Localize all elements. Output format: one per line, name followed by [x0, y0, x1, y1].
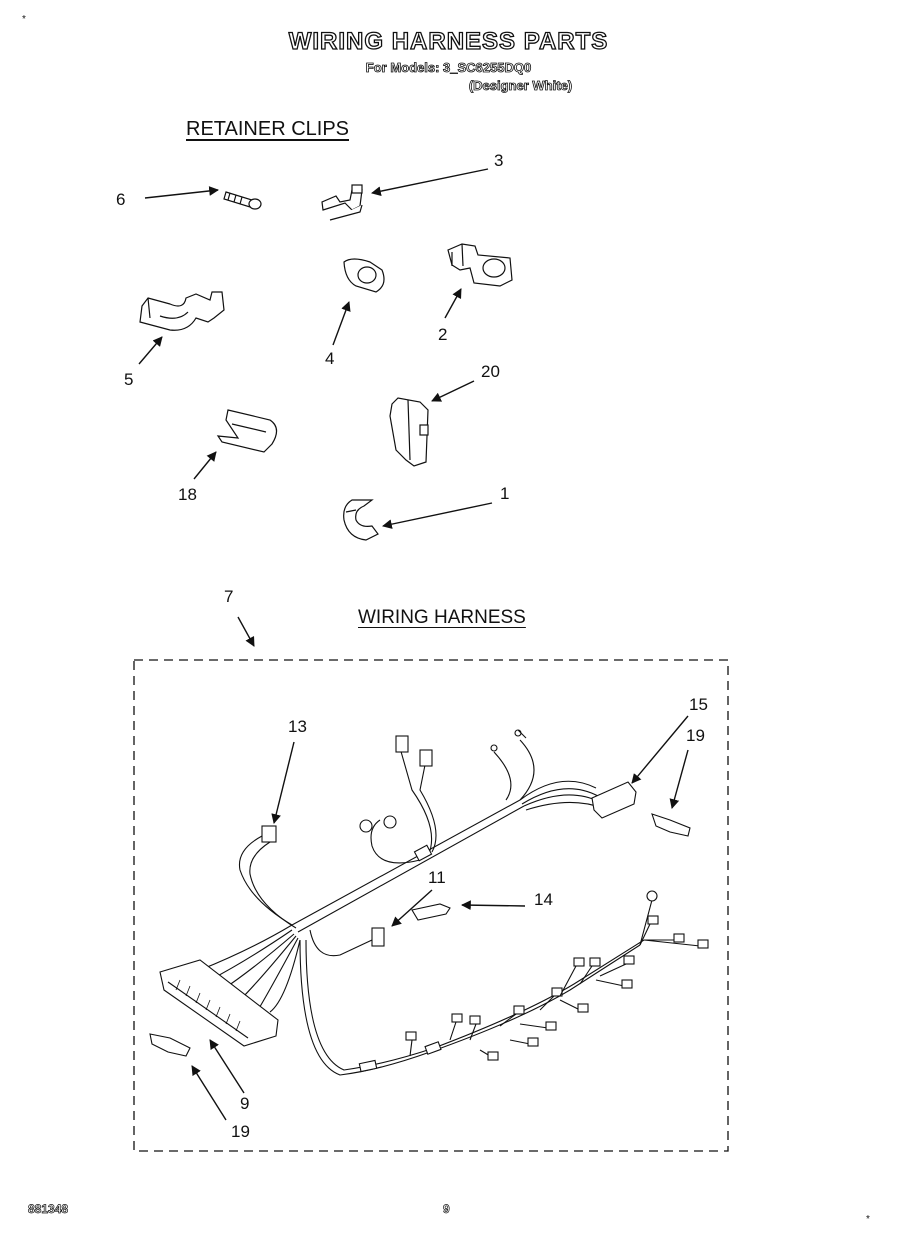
arrow-1	[382, 502, 493, 529]
callout-7: 7	[224, 587, 234, 606]
callout-14: 14	[534, 890, 553, 909]
part-20-clip	[389, 397, 429, 467]
callout-18: 18	[178, 485, 197, 504]
arrow-4	[332, 301, 351, 346]
callout-3: 3	[494, 151, 504, 170]
callout-6: 6	[116, 190, 126, 209]
callout-4: 4	[325, 349, 335, 368]
arrow-18	[193, 451, 217, 480]
arrow-5	[138, 336, 163, 365]
harness-frame	[133, 659, 729, 1152]
callout-20: 20	[481, 362, 500, 381]
svg-text:*: *	[866, 1214, 870, 1225]
arrow-13	[271, 741, 295, 824]
arrow-9	[209, 1039, 245, 1094]
callout-11: 11	[428, 868, 446, 887]
designer-line: (Designer White)	[468, 78, 573, 94]
callout-19-top: 19	[686, 726, 705, 745]
part-3-clip	[321, 184, 363, 221]
callout-9: 9	[240, 1094, 250, 1113]
arrow-2	[444, 288, 462, 319]
arrow-14	[461, 900, 526, 911]
page-number: 9	[443, 1202, 450, 1217]
callout-1: 1	[500, 484, 510, 503]
callout-15: 15	[689, 695, 708, 714]
arrow-19-top	[669, 749, 689, 809]
wiring-harness-heading: WIRING HARNESS	[358, 607, 526, 628]
callout-19-bottom: 19	[231, 1122, 250, 1141]
wiring-harness-drawing	[149, 729, 709, 1076]
part-18-sleeve	[216, 409, 278, 453]
part-5-clip	[139, 291, 225, 331]
arrow-15	[631, 715, 689, 784]
part-6-screw	[223, 191, 262, 210]
callout-2: 2	[438, 325, 448, 344]
part-number: 881348	[28, 1202, 69, 1217]
arrow-19-bottom	[191, 1065, 227, 1121]
part-4-ring-clip	[343, 258, 385, 293]
part-1-c-clip	[343, 499, 379, 541]
arrow-7	[237, 616, 255, 647]
arrow-3	[371, 168, 489, 197]
models-line: For Models: 3_SC6255DQ0	[365, 60, 532, 76]
arrow-11	[391, 889, 433, 927]
callout-5: 5	[124, 370, 134, 389]
callout-13: 13	[288, 717, 307, 736]
arrow-6	[144, 186, 219, 199]
callout-arrows	[138, 168, 689, 1121]
svg-text:*: *	[22, 14, 26, 25]
arrow-20	[431, 380, 475, 402]
retainer-clips-heading: RETAINER CLIPS	[186, 118, 349, 140]
page-title: WIRING HARNESS PARTS	[288, 27, 609, 55]
part-2-clip	[447, 243, 513, 287]
